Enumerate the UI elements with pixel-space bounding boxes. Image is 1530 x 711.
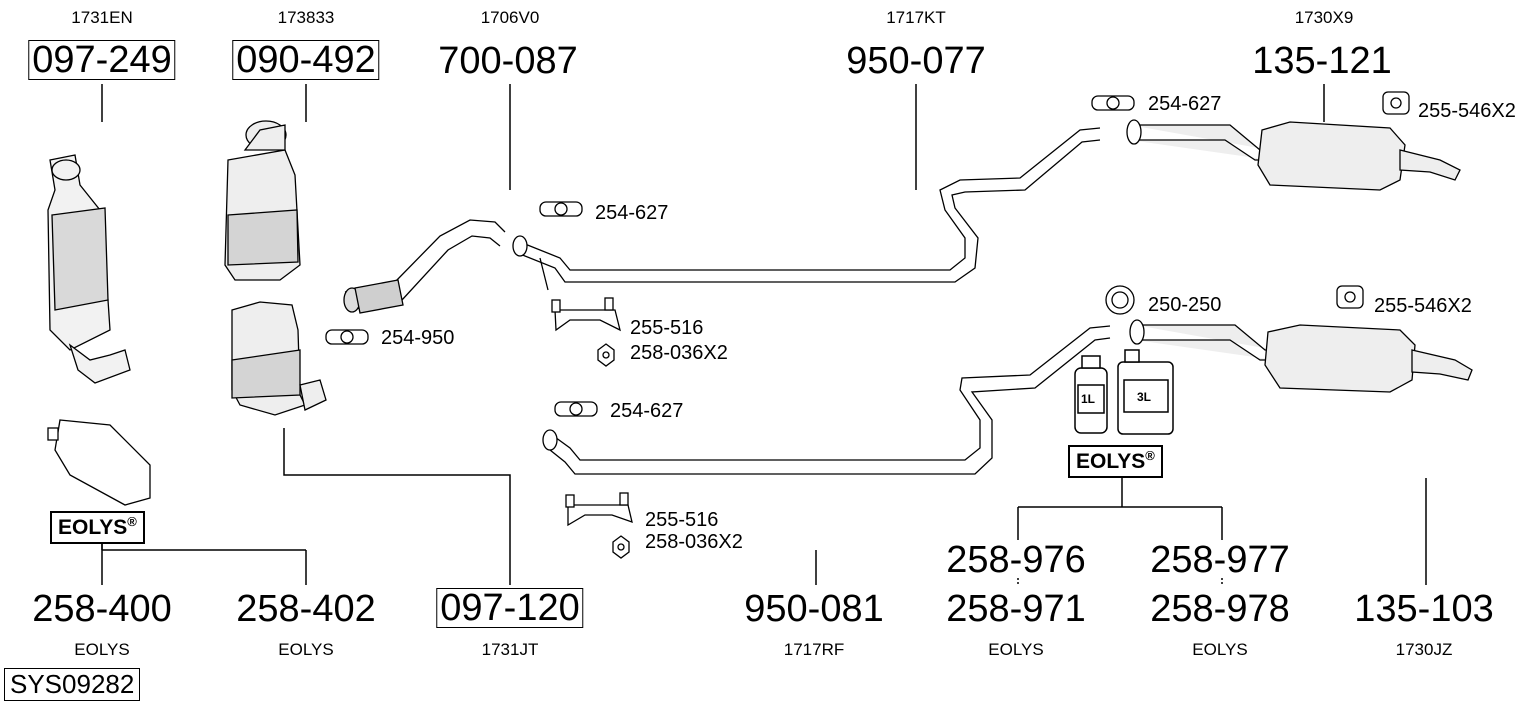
part-number[interactable]: 258-977	[1150, 539, 1290, 581]
eolys-badge: EOLYS®	[1068, 445, 1163, 479]
bracket-icon	[551, 297, 621, 332]
bottle-1l-icon	[1074, 355, 1108, 434]
bottle-label: 3L	[1137, 390, 1152, 404]
oem-code: EOLYS	[988, 640, 1044, 659]
part-number[interactable]: 258-402	[236, 588, 376, 630]
part-number[interactable]: 135-121	[1252, 40, 1392, 82]
part-number[interactable]: 950-077	[846, 40, 986, 82]
bottle-label: 1L	[1081, 392, 1096, 406]
oem-code: 1731EN	[71, 8, 133, 27]
eolys-badge: EOLYS®	[50, 511, 145, 545]
clamp-label[interactable]: 254-627	[595, 202, 669, 224]
oem-code: 1717KT	[886, 8, 946, 27]
part-number[interactable]: 258-976	[946, 539, 1086, 581]
clamp-label[interactable]: 254-627	[1148, 93, 1222, 115]
hanger-label[interactable]: 255-546X2	[1418, 100, 1516, 122]
oem-code: 1706V0	[480, 8, 540, 27]
clamp-label[interactable]: 250-250	[1148, 294, 1222, 316]
muffler-135-103	[1129, 319, 1473, 393]
part-number[interactable]: 135-103	[1354, 588, 1494, 630]
oem-code: 1730JZ	[1395, 640, 1453, 659]
eolys-bag-left	[47, 419, 151, 506]
clamp-icon	[1105, 285, 1135, 315]
clamp-label[interactable]: 254-950	[381, 327, 455, 349]
nut-label[interactable]: 258-036X2	[645, 531, 743, 553]
catalyst-097-249	[47, 154, 131, 384]
pipe-950-077	[512, 127, 1101, 291]
oem-code: 1731JT	[481, 640, 539, 659]
oem-code: 173833	[277, 8, 335, 27]
part-number[interactable]: 090-492	[232, 40, 380, 80]
system-reference: SYS09282	[4, 668, 141, 702]
nut-icon	[597, 343, 615, 367]
muffler-135-121	[1126, 119, 1461, 191]
front-pipe-700-087	[343, 219, 506, 314]
part-number[interactable]: 097-249	[28, 40, 176, 80]
clamp-label[interactable]: 254-627	[610, 400, 684, 422]
oem-code: EOLYS	[1192, 640, 1248, 659]
part-number[interactable]: 950-081	[744, 588, 884, 630]
bracket-label[interactable]: 255-516	[645, 509, 719, 531]
bracket-icon	[565, 492, 633, 527]
part-number[interactable]: 258-978	[1150, 588, 1290, 630]
nut-label[interactable]: 258-036X2	[630, 342, 728, 364]
nut-icon	[612, 535, 630, 559]
oem-code: EOLYS	[278, 640, 334, 659]
hanger-icon	[1382, 91, 1410, 115]
oem-code: 1730X9	[1294, 8, 1354, 27]
catalyst-090-492	[224, 120, 301, 281]
pipe-950-081	[542, 325, 1111, 475]
part-number[interactable]: 097-120	[436, 588, 584, 628]
oem-code: 1717RF	[783, 640, 845, 659]
clamp-icon	[325, 329, 369, 345]
clamp-icon	[539, 201, 583, 217]
part-number[interactable]: 258-971	[946, 588, 1086, 630]
clamp-icon	[554, 401, 598, 417]
part-number[interactable]: 258-400	[32, 588, 172, 630]
hanger-label[interactable]: 255-546X2	[1374, 295, 1472, 317]
oem-code: EOLYS	[74, 640, 130, 659]
bracket-label[interactable]: 255-516	[630, 317, 704, 339]
bottle-3l-icon	[1117, 349, 1174, 435]
dpf-097-120	[231, 301, 327, 416]
clamp-icon	[1091, 95, 1135, 111]
hanger-icon	[1336, 285, 1364, 309]
part-number[interactable]: 700-087	[438, 40, 578, 82]
